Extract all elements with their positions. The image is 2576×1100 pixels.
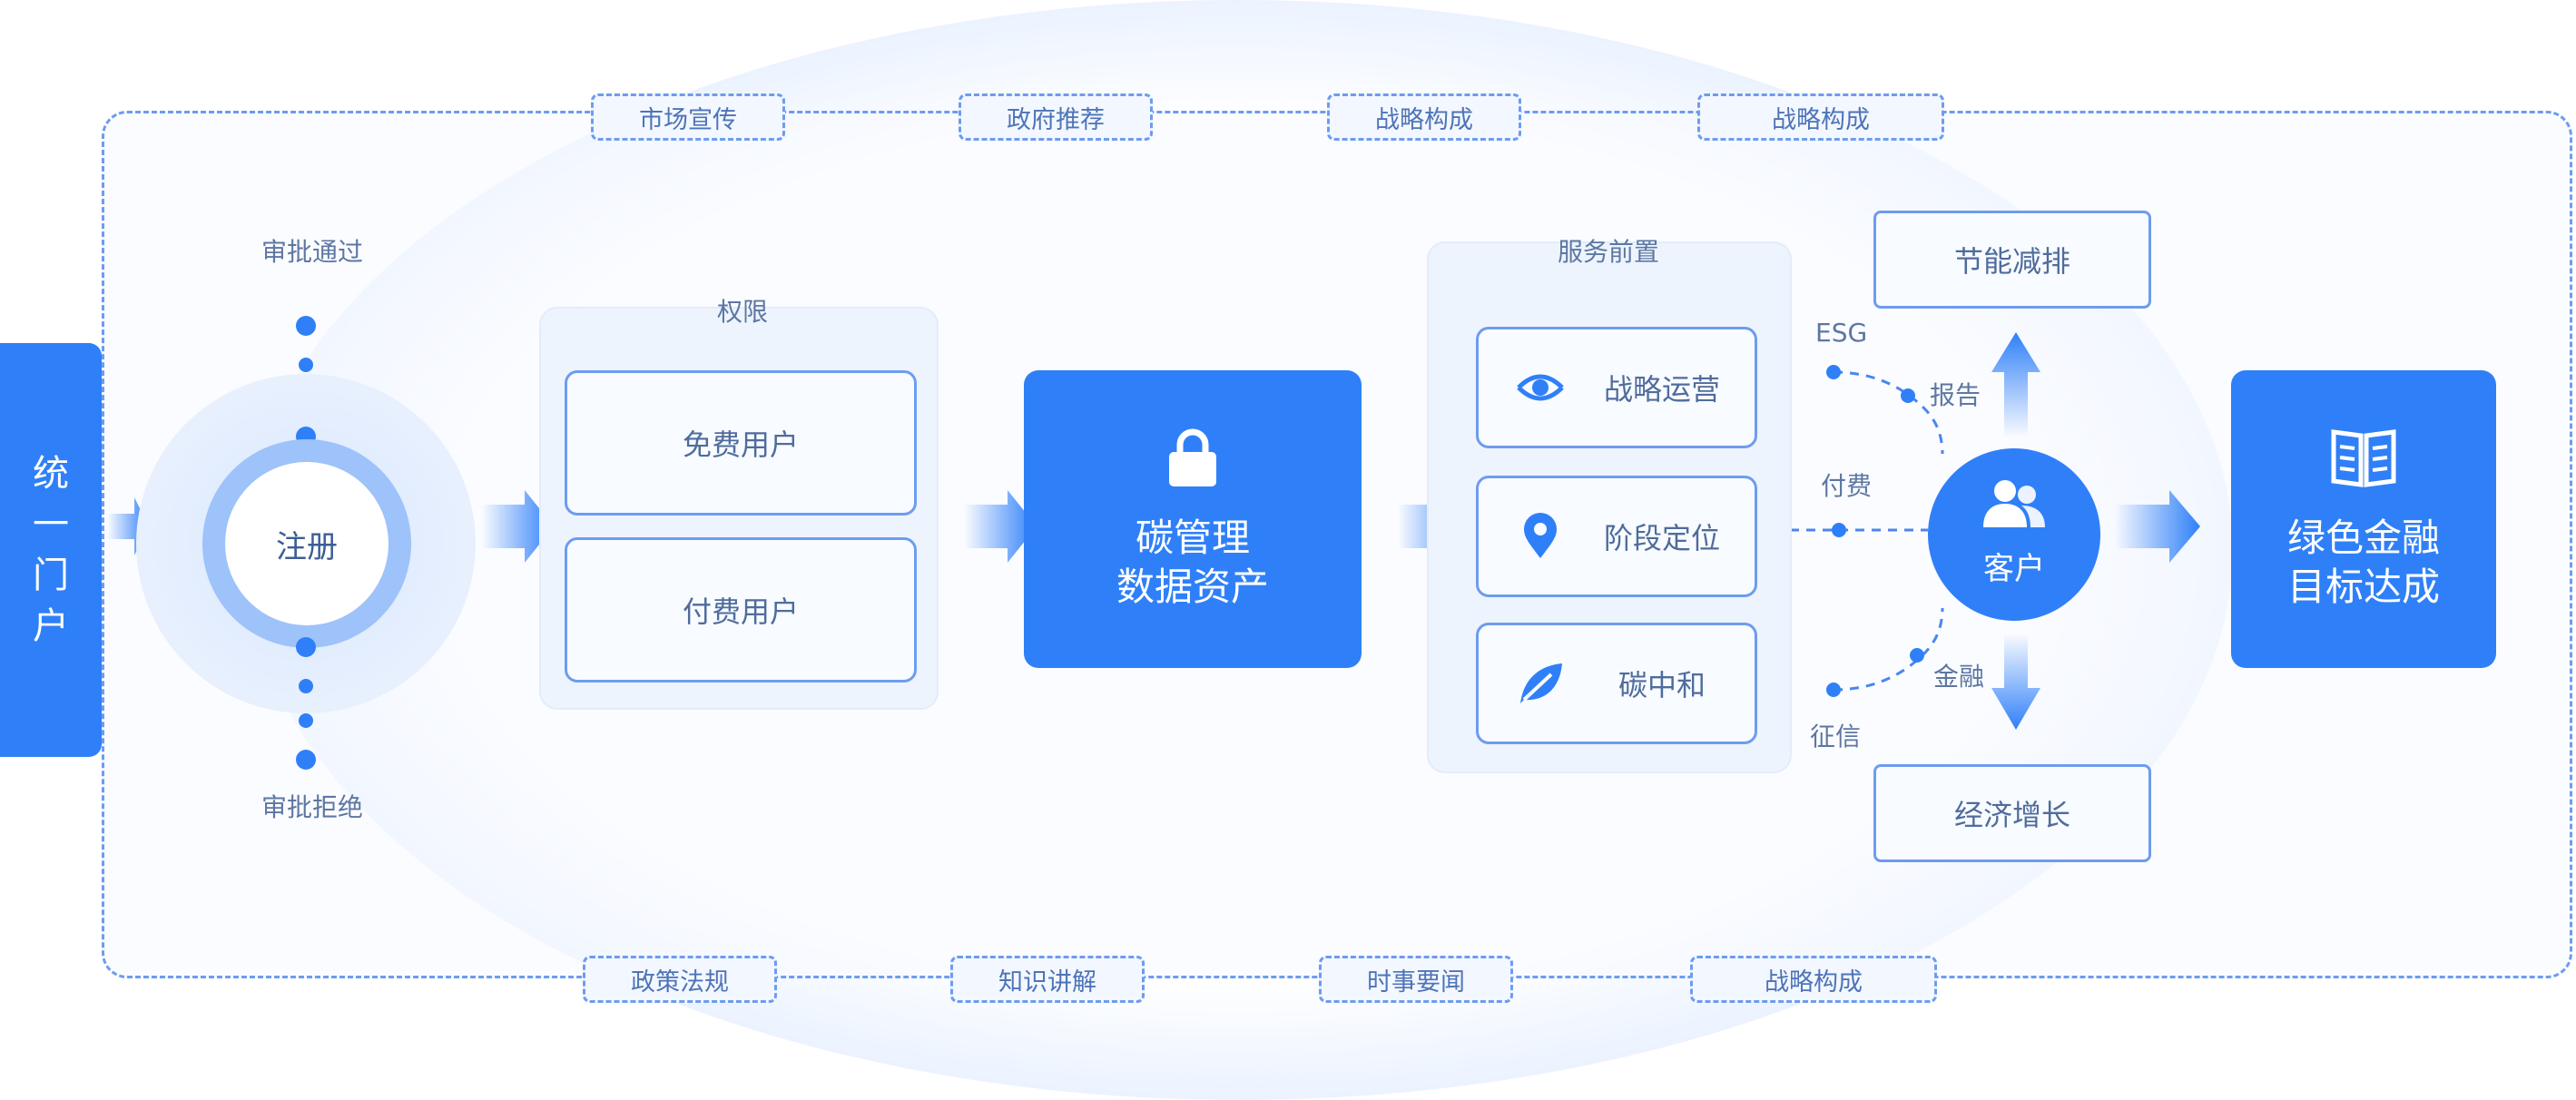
tag-top-1: 市场宣传 — [591, 93, 785, 141]
dot — [299, 713, 313, 728]
economic-growth-box: 经济增长 — [1873, 764, 2151, 862]
tag-top-4: 战略构成 — [1697, 93, 1944, 141]
portal-char: 统 — [33, 453, 69, 495]
tag-bottom-1: 政策法规 — [583, 956, 777, 1003]
tag-bottom-4: 战略构成 — [1690, 956, 1937, 1003]
permissions-title: 权限 — [717, 297, 769, 327]
arrow-down-icon — [1991, 633, 2040, 730]
users-icon — [1983, 480, 2045, 527]
tag-top-3: 战略构成 — [1327, 93, 1521, 141]
credit-label: 征信 — [1810, 722, 1862, 751]
node-dot — [1826, 365, 1841, 379]
goal-line-1: 绿色金融 — [2286, 516, 2440, 560]
dot — [299, 679, 313, 693]
client-node: 客户 — [1928, 448, 2100, 621]
report-label: 报告 — [1930, 380, 1981, 410]
finance-label: 金融 — [1933, 662, 1985, 692]
portal-char: 门 — [33, 555, 69, 596]
book-icon — [2331, 429, 2396, 487]
register-button[interactable]: 注册 — [225, 462, 388, 625]
asset-line-1: 碳管理 — [1135, 516, 1250, 560]
service-carbon-neutral[interactable]: 碳中和 — [1476, 623, 1757, 744]
tag-bottom-3: 时事要闻 — [1319, 956, 1513, 1003]
node-dot — [1901, 388, 1915, 403]
goal-line-2: 目标达成 — [2286, 565, 2440, 609]
portal-char: 户 — [33, 605, 69, 647]
service-strategy-operation[interactable]: 战略运营 — [1476, 327, 1757, 448]
node-dot — [1910, 648, 1924, 663]
dot — [296, 750, 316, 770]
tag-top-2: 政府推荐 — [959, 93, 1153, 141]
pay-label: 付费 — [1821, 471, 1873, 501]
asset-line-2: 数据资产 — [1116, 565, 1269, 609]
rejected-label: 审批拒绝 — [261, 792, 364, 822]
arrow-up-icon — [1991, 332, 2040, 437]
lock-icon — [1169, 428, 1216, 486]
connector-credit — [1833, 607, 1944, 692]
dot — [296, 316, 316, 336]
tag-bottom-2: 知识讲解 — [950, 956, 1145, 1003]
connector-esg — [1833, 370, 1944, 455]
unified-portal: 统 一 门 户 — [0, 343, 102, 757]
dot — [296, 637, 316, 657]
arrow-right-icon — [964, 490, 1037, 563]
portal-char: 一 — [33, 504, 69, 545]
node-dot — [1832, 523, 1846, 537]
carbon-asset-card: 碳管理 数据资产 — [1024, 370, 1362, 668]
approved-label: 审批通过 — [261, 237, 364, 267]
esg-label: ESG — [1815, 318, 1868, 348]
energy-saving-box: 节能减排 — [1873, 211, 2151, 309]
location-pin-icon — [1524, 513, 1557, 558]
arrow-right-icon — [481, 490, 554, 563]
arrow-right-icon — [2115, 490, 2200, 563]
paid-user-box[interactable]: 付费用户 — [565, 537, 917, 683]
services-title: 服务前置 — [1558, 237, 1660, 267]
dot — [299, 358, 313, 372]
node-dot — [1826, 683, 1841, 697]
green-finance-goal-card: 绿色金融 目标达成 — [2231, 370, 2496, 668]
free-user-box[interactable]: 免费用户 — [565, 370, 917, 516]
service-stage-positioning[interactable]: 阶段定位 — [1476, 476, 1757, 597]
eye-icon — [1517, 374, 1564, 401]
leaf-icon — [1520, 663, 1562, 703]
